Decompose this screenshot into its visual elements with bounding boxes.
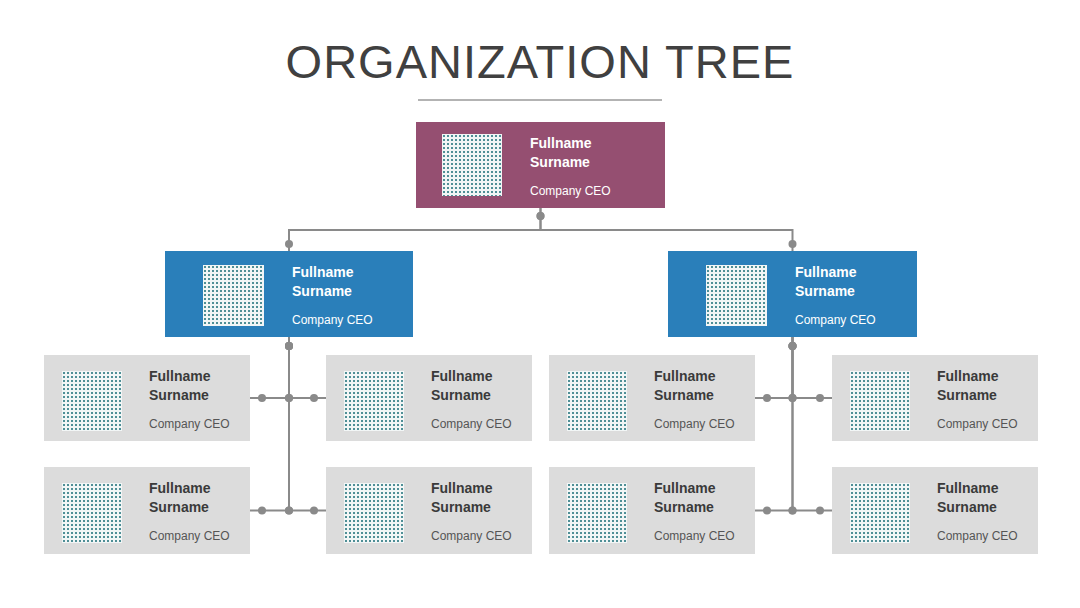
job-title: Company CEO (149, 416, 233, 432)
manager-card: Fullname SurnameCompany CEO (165, 251, 413, 337)
person-name: Fullname Surname (431, 479, 515, 517)
staff-card: Fullname SurnameCompany CEO (326, 467, 532, 554)
connector-dot (537, 212, 545, 220)
connector-dot (789, 342, 797, 350)
person-name: Fullname Surname (149, 367, 233, 405)
card-text: Fullname SurnameCompany CEO (431, 367, 515, 432)
connector-dot (285, 507, 293, 515)
photo-placeholder (203, 265, 264, 326)
reporting-line (793, 337, 833, 511)
connector-dot (763, 507, 771, 515)
reporting-line (250, 337, 289, 398)
reporting-line (755, 337, 793, 398)
photo-placeholder (344, 371, 404, 431)
person-name: Fullname Surname (654, 367, 738, 405)
card-text: Fullname SurnameCompany CEO (795, 263, 879, 328)
manager-card: Fullname SurnameCompany CEO (668, 251, 917, 337)
reporting-line (541, 208, 793, 251)
staff-card: Fullname SurnameCompany CEO (326, 355, 532, 441)
job-title: Company CEO (149, 528, 233, 544)
job-title: Company CEO (937, 528, 1021, 544)
reporting-line (793, 337, 833, 398)
connector-dot (258, 507, 266, 515)
connector-dot (285, 394, 293, 402)
staff-card: Fullname SurnameCompany CEO (44, 355, 250, 441)
connector-dot (789, 342, 797, 350)
person-name: Fullname Surname (292, 263, 376, 301)
card-text: Fullname SurnameCompany CEO (937, 367, 1021, 432)
connector-dot (285, 342, 293, 350)
job-title: Company CEO (654, 528, 738, 544)
photo-placeholder (62, 371, 122, 431)
card-text: Fullname SurnameCompany CEO (654, 479, 738, 544)
person-name: Fullname Surname (795, 263, 879, 301)
job-title: Company CEO (795, 312, 879, 328)
job-title: Company CEO (937, 416, 1021, 432)
person-name: Fullname Surname (530, 134, 614, 172)
card-text: Fullname SurnameCompany CEO (937, 479, 1021, 544)
photo-placeholder (850, 371, 910, 431)
staff-card: Fullname SurnameCompany CEO (549, 355, 755, 441)
connector-dot (285, 342, 293, 350)
person-name: Fullname Surname (654, 479, 738, 517)
job-title: Company CEO (431, 416, 515, 432)
connector-dot (789, 394, 797, 402)
person-name: Fullname Surname (937, 479, 1021, 517)
connector-dot (537, 212, 545, 220)
staff-card: Fullname SurnameCompany CEO (44, 467, 250, 554)
connector-dot (789, 342, 797, 350)
photo-placeholder (706, 265, 767, 326)
manager-card: Fullname SurnameCompany CEO (416, 122, 665, 208)
photo-placeholder (344, 483, 404, 543)
connector-dot (310, 507, 318, 515)
connector-dot (285, 240, 293, 248)
connector-dot (258, 394, 266, 402)
connector-dot (789, 394, 797, 402)
job-title: Company CEO (292, 312, 376, 328)
connector-dot (285, 342, 293, 350)
reporting-line (289, 208, 541, 251)
reporting-line (250, 337, 289, 511)
connector-dot (789, 342, 797, 350)
job-title: Company CEO (654, 416, 738, 432)
connector-dot (285, 342, 293, 350)
reporting-line (289, 337, 326, 398)
staff-card: Fullname SurnameCompany CEO (832, 467, 1038, 554)
person-name: Fullname Surname (937, 367, 1021, 405)
connector-dot (789, 507, 797, 515)
photo-placeholder (850, 483, 910, 543)
connector-dot (816, 507, 824, 515)
connector-dot (816, 394, 824, 402)
connector-dot (310, 394, 318, 402)
reporting-line (755, 337, 793, 511)
connector-dot (285, 394, 293, 402)
job-title: Company CEO (530, 183, 614, 199)
connector-dot (285, 507, 293, 515)
slide-title: ORGANIZATION TREE (0, 34, 1080, 90)
card-text: Fullname SurnameCompany CEO (149, 367, 233, 432)
card-text: Fullname SurnameCompany CEO (654, 367, 738, 432)
card-text: Fullname SurnameCompany CEO (292, 263, 376, 328)
person-name: Fullname Surname (431, 367, 515, 405)
card-text: Fullname SurnameCompany CEO (149, 479, 233, 544)
photo-placeholder (567, 371, 627, 431)
staff-card: Fullname SurnameCompany CEO (832, 355, 1038, 441)
card-text: Fullname SurnameCompany CEO (431, 479, 515, 544)
connector-dot (789, 240, 797, 248)
photo-placeholder (62, 483, 122, 543)
connector-dot (789, 507, 797, 515)
photo-placeholder (442, 134, 502, 196)
staff-card: Fullname SurnameCompany CEO (549, 467, 755, 554)
reporting-line (289, 337, 326, 511)
job-title: Company CEO (431, 528, 515, 544)
card-text: Fullname SurnameCompany CEO (530, 134, 614, 199)
photo-placeholder (567, 483, 627, 543)
title-underline (418, 99, 662, 101)
connector-dot (763, 394, 771, 402)
person-name: Fullname Surname (149, 479, 233, 517)
